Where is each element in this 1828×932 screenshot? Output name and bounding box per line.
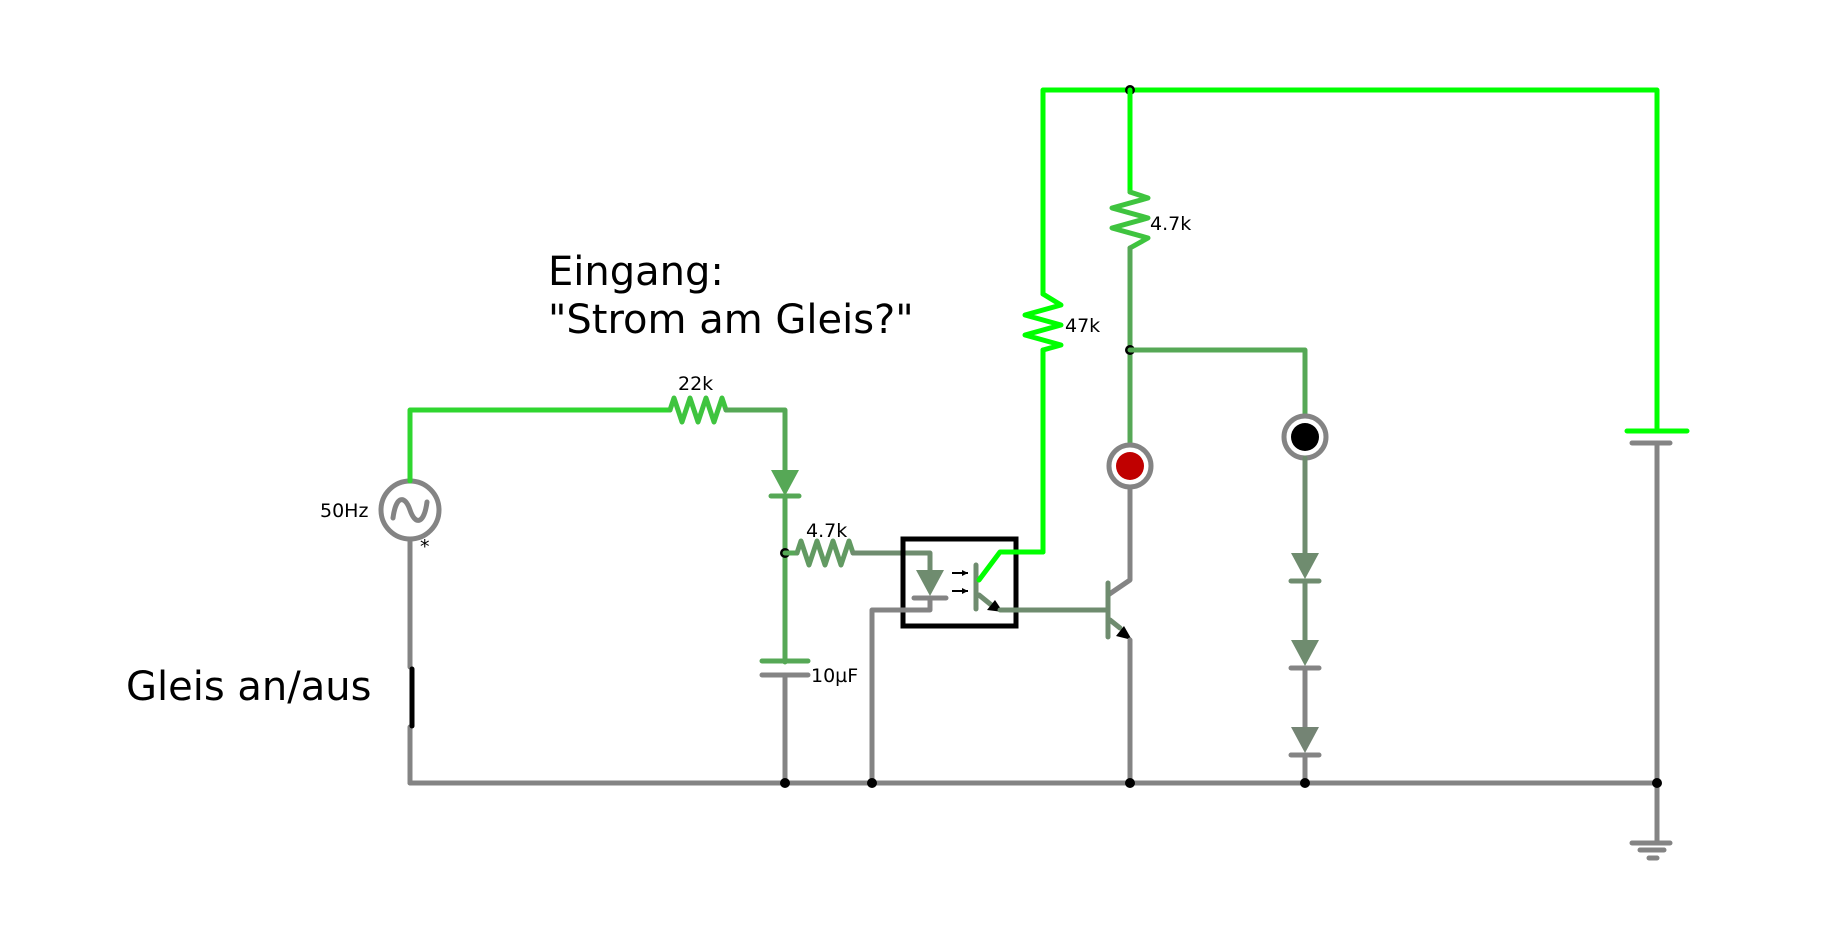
resistor-22k-label: 22k [678, 373, 713, 395]
title-line-2: "Strom am Gleis?" [548, 297, 914, 343]
node [1652, 778, 1662, 788]
resistor-4k7-collector[interactable] [1109, 189, 1151, 251]
transistor-npn[interactable] [1105, 580, 1132, 640]
resistor-47k-label: 47k [1065, 315, 1100, 337]
title-line-1: Eingang: [548, 249, 724, 295]
node [1125, 778, 1135, 788]
capacitor-label: 10µF [811, 665, 858, 687]
resistor-47k[interactable] [1022, 291, 1064, 353]
led-red[interactable] [1106, 442, 1154, 490]
resistor-22k[interactable] [667, 395, 729, 425]
led-black[interactable] [1281, 413, 1329, 461]
diode-input[interactable] [768, 470, 802, 499]
diode-3[interactable] [1288, 727, 1322, 758]
switch-label: Gleis an/aus [126, 664, 371, 710]
diode-2[interactable] [1288, 640, 1322, 671]
diode-1[interactable] [1288, 553, 1322, 584]
node [1300, 778, 1310, 788]
resistor-4k7-opto[interactable] [794, 538, 856, 568]
ac-source-label: 50Hz [320, 500, 368, 522]
sine-icon [390, 497, 430, 523]
node [780, 778, 790, 788]
resistor-4k7-collector-label: 4.7k [1150, 213, 1191, 235]
optocoupler[interactable] [869, 536, 1111, 786]
battery[interactable] [1624, 428, 1690, 446]
ac-source-marker: * [420, 536, 430, 558]
resistor-4k7-opto-label: 4.7k [806, 520, 847, 542]
ground-icon [1629, 840, 1673, 861]
node [867, 778, 877, 788]
ground-rail [407, 537, 1660, 786]
ac-source[interactable] [378, 478, 442, 542]
